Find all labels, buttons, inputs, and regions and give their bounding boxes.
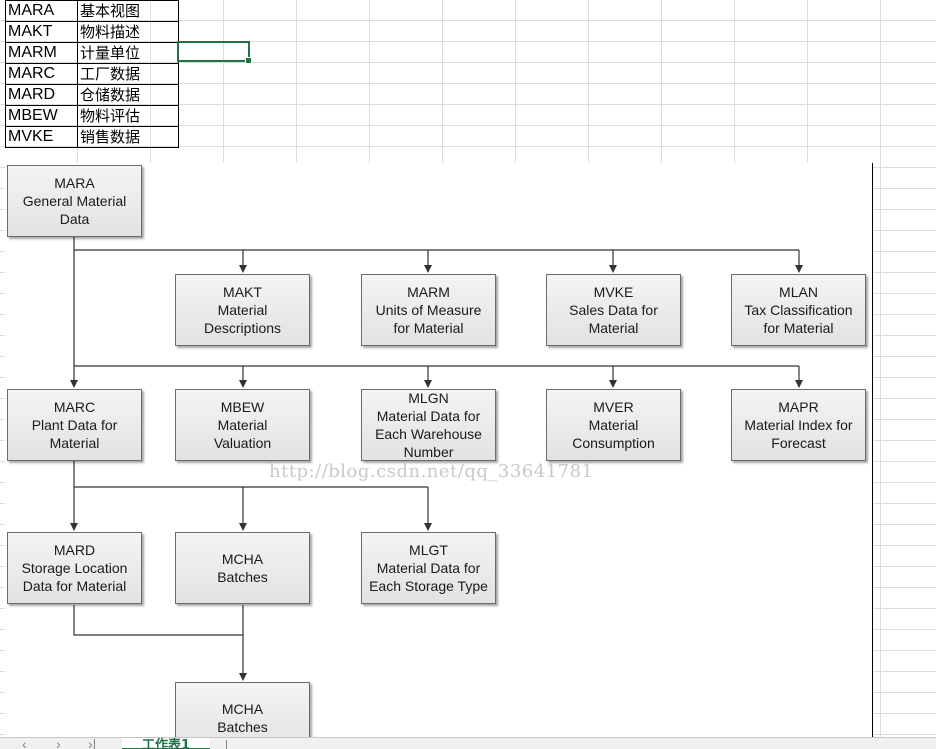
diagram-box-marc: MARC Plant Data for Material [7, 389, 142, 461]
watermark-text: http://blog.csdn.net/qq_33641781 [269, 461, 594, 482]
tab-separator [226, 740, 227, 749]
table-cell-description[interactable]: 基本视图 [77, 0, 179, 22]
table-cell-code[interactable]: MARM [5, 42, 78, 64]
table-cell-description[interactable]: 仓储数据 [77, 84, 179, 106]
diagram-box-makt: MAKT Material Descriptions [175, 274, 310, 346]
diagram-box-marm: MARM Units of Measure for Material [361, 274, 496, 346]
table-cell-code[interactable]: MARA [5, 0, 78, 22]
diagram-box-mara: MARA General Material Data [7, 165, 142, 237]
table-cell-description[interactable]: 计量单位 [77, 42, 179, 64]
table-cell-code[interactable]: MARD [5, 84, 78, 106]
sap-table-diagram[interactable]: MARA General Material Data MAKT Material… [5, 163, 873, 737]
diagram-box-mcha-bottom: MCHA Batches [175, 682, 310, 737]
diagram-box-mcha: MCHA Batches [175, 532, 310, 604]
table-cell-description[interactable]: 销售数据 [77, 126, 179, 148]
diagram-box-mlgn: MLGN Material Data for Each Warehouse Nu… [361, 389, 496, 461]
diagram-box-mver: MVER Material Consumption [546, 389, 681, 461]
table-cell-code[interactable]: MVKE [5, 126, 78, 148]
diagram-box-mapr: MAPR Material Index for Forecast [731, 389, 866, 461]
diagram-connectors [70, 237, 803, 681]
table-cell-description[interactable]: 工厂数据 [77, 63, 179, 85]
table-cell-description[interactable]: 物料描述 [77, 21, 179, 43]
scroll-last-sheet-icon[interactable]: ›| [88, 737, 97, 749]
table-cell-code[interactable]: MARC [5, 63, 78, 85]
diagram-box-mlan: MLAN Tax Classification for Material [731, 274, 866, 346]
diagram-box-mlgt: MLGT Material Data for Each Storage Type [361, 532, 496, 604]
selected-cell[interactable] [177, 41, 252, 64]
table-cell-code[interactable]: MAKT [5, 21, 78, 43]
table-cell-code[interactable]: MBEW [5, 105, 78, 127]
sheet-tab-active[interactable]: 工作表1 [122, 738, 210, 749]
scroll-first-sheet-icon[interactable]: ‹ [22, 737, 27, 749]
diagram-box-mvke: MVKE Sales Data for Material [546, 274, 681, 346]
diagram-box-mbew: MBEW Material Valuation [175, 389, 310, 461]
diagram-box-mard: MARD Storage Location Data for Material [7, 532, 142, 604]
scroll-next-sheet-icon[interactable]: › [56, 737, 61, 749]
sheet-tabs-bar: ‹ › ›| 工作表1 [0, 737, 936, 749]
table-cell-description[interactable]: 物料评估 [77, 105, 179, 127]
